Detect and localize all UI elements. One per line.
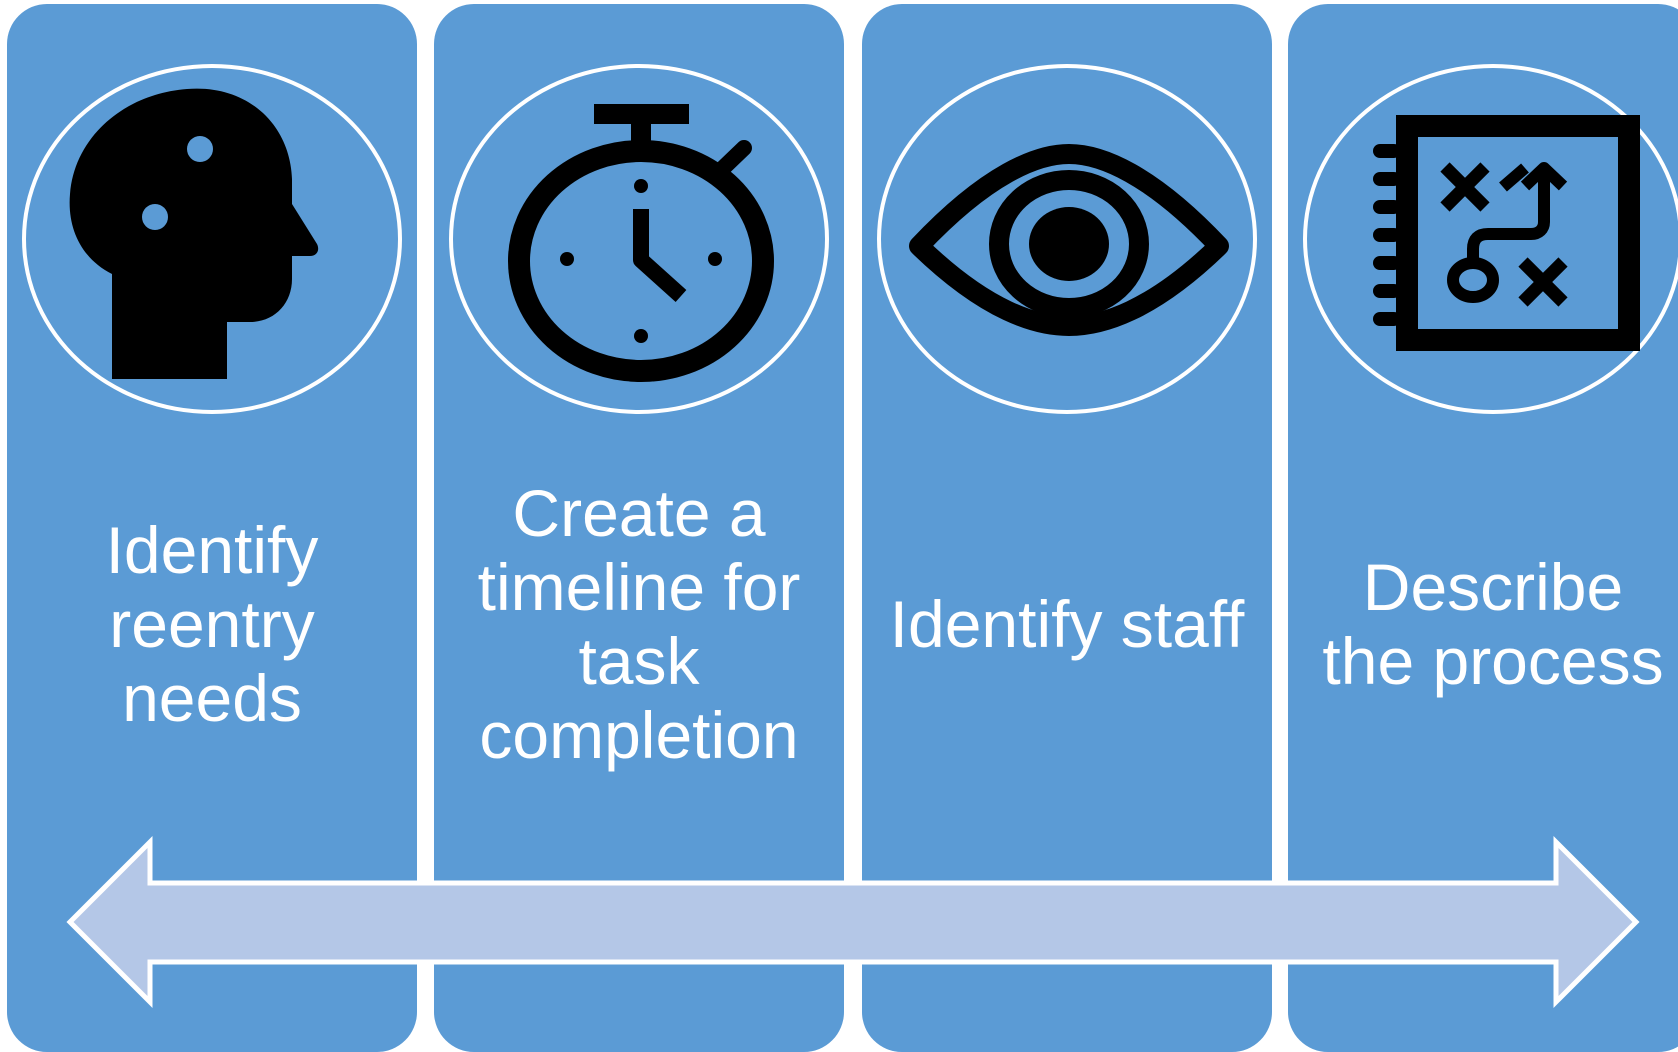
step-card-1: Identify reentry needs xyxy=(7,4,417,1052)
step-card-3: Identify staff xyxy=(862,4,1272,1052)
step-label: Identify reentry needs xyxy=(105,513,319,735)
head-gears-icon xyxy=(69,88,319,380)
icon-circle xyxy=(877,64,1257,414)
icon-circle xyxy=(22,64,402,414)
icon-circle xyxy=(449,64,829,414)
icon-circle xyxy=(1303,64,1678,414)
step-label: Create a timeline for task completion xyxy=(477,476,801,772)
step-card-4: Describe the process xyxy=(1288,4,1678,1052)
step-card-2: Create a timeline for task completion xyxy=(434,4,844,1052)
step-label: Identify staff xyxy=(889,587,1245,661)
stopwatch-icon xyxy=(508,104,774,382)
strategy-plan-icon xyxy=(1373,115,1640,351)
eye-icon xyxy=(909,144,1229,336)
step-label: Describe the process xyxy=(1322,550,1664,698)
